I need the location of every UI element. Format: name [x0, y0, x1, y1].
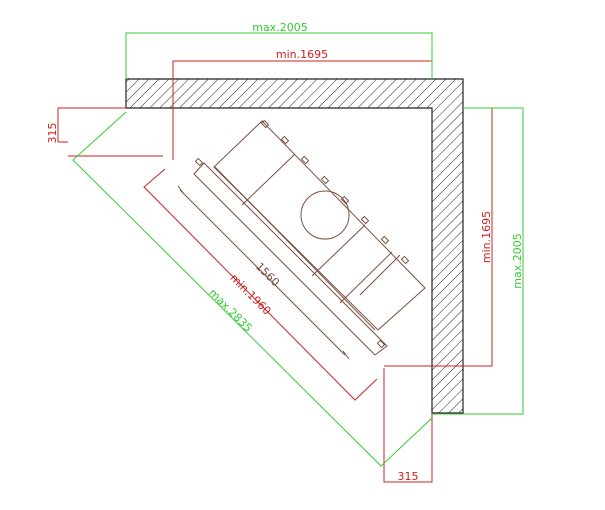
- fireplace-body: [177, 119, 426, 360]
- fireplace-inner-front: [214, 166, 376, 331]
- dim-diag-min: [143, 168, 378, 401]
- label-top-min: min.1695: [276, 48, 328, 61]
- dim-line-fireplace: [179, 189, 346, 356]
- green-dimensions: [72, 32, 524, 467]
- fireplace-front-panel: [193, 162, 388, 356]
- label-diag-fireplace: 1560: [253, 260, 282, 289]
- walls: [125, 78, 464, 414]
- label-left-offset: 315: [46, 123, 59, 144]
- dim-bottom-315: [383, 368, 433, 483]
- label-right-min: min.1695: [480, 211, 493, 263]
- label-right-max: max.2005: [511, 233, 524, 288]
- dim-top-min: [172, 60, 433, 160]
- label-top-max: max.2005: [252, 21, 307, 34]
- dim-top-max: [125, 32, 433, 79]
- dim-diag-max: [72, 111, 433, 467]
- wall-hatched: [125, 78, 464, 414]
- dim-right-max: [432, 107, 524, 415]
- firebox-circle: [300, 190, 350, 240]
- label-bottom-offset: 315: [398, 470, 419, 483]
- fireplace-main-body: [213, 120, 426, 331]
- fireplace-lugs: [194, 119, 410, 349]
